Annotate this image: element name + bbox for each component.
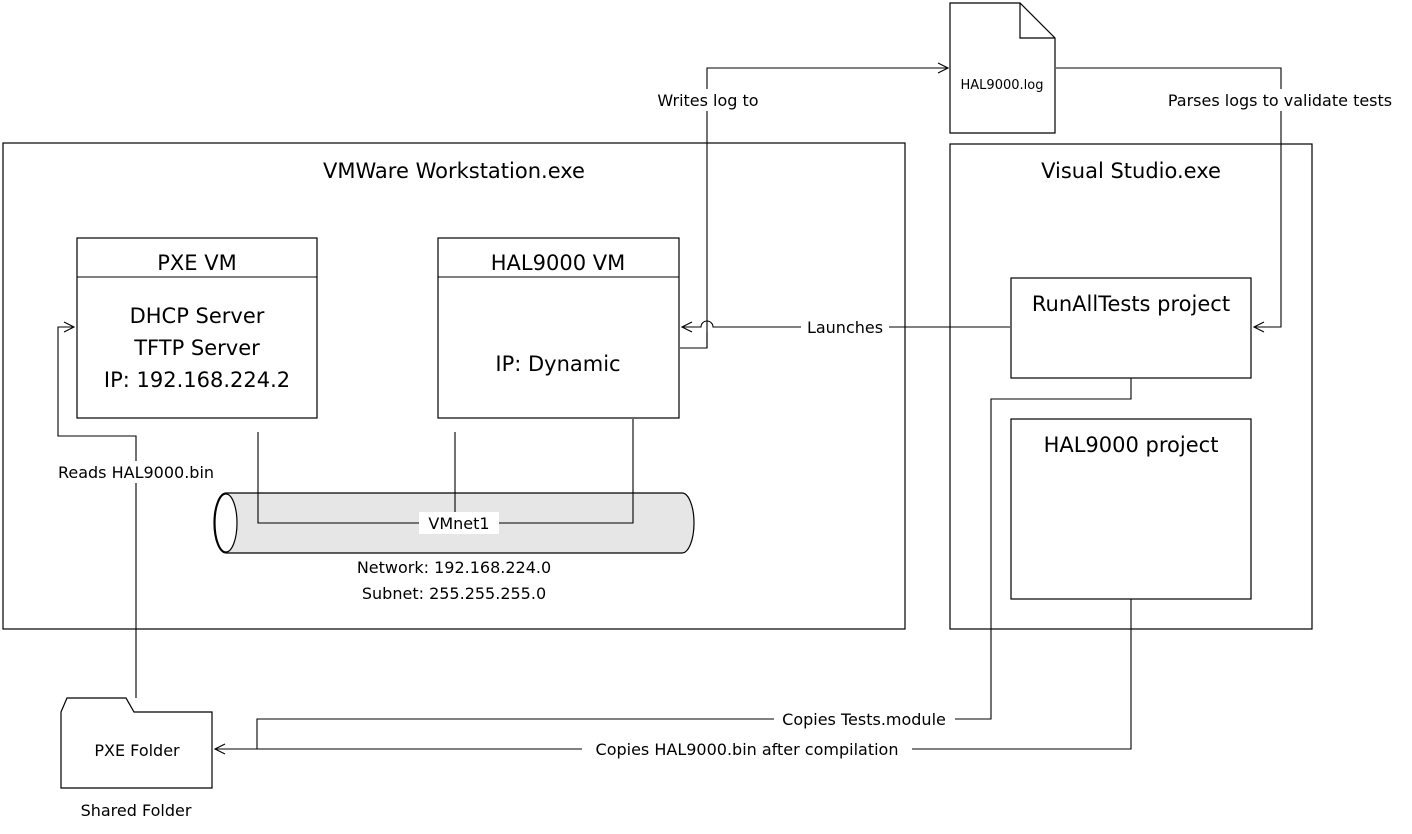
vmnet1-label: VMnet1 — [428, 514, 489, 533]
parses-logs-edge — [1056, 67, 1282, 327]
hal9000-vm-box: HAL9000 VM IP: Dynamic — [437, 237, 680, 419]
runalltests-label: RunAllTests project — [1032, 292, 1230, 316]
shared-folder-caption: Shared Folder — [81, 801, 192, 820]
reads-bin-label: Reads HAL9000.bin — [58, 463, 214, 482]
visual-studio-title: Visual Studio.exe — [1041, 159, 1221, 183]
pxe-vm-ip: IP: 192.168.224.2 — [104, 368, 290, 392]
pxe-folder-label: PXE Folder — [94, 741, 180, 760]
hal9000-project-label: HAL9000 project — [1044, 433, 1219, 457]
pxe-folder-icon: PXE Folder — [60, 697, 213, 789]
reads-bin-edge — [57, 327, 137, 698]
hal9000-log-document: HAL9000.log — [949, 2, 1056, 134]
writes-log-label: Writes log to — [657, 91, 758, 110]
copies-module-edge — [256, 378, 1132, 749]
parses-logs-label: Parses logs to validate tests — [1168, 91, 1392, 110]
hal9000-vm-ip: IP: Dynamic — [495, 352, 620, 376]
pxe-vm-box: PXE VM DHCP Server TFTP Server IP: 192.1… — [76, 237, 318, 419]
launches-edge — [682, 320, 1010, 327]
network-subnet: Subnet: 255.255.255.0 — [362, 584, 546, 603]
copies-module-label: Copies Tests.module — [782, 710, 946, 729]
pxe-vm-title: PXE VM — [157, 251, 236, 275]
pxe-vm-dhcp: DHCP Server — [130, 304, 265, 328]
pxe-vm-tftp: TFTP Server — [133, 336, 260, 360]
hal9000-project-box: HAL9000 project — [1010, 418, 1252, 600]
hal9000-vm-title: HAL9000 VM — [491, 251, 625, 275]
log-file-name: HAL9000.log — [961, 78, 1044, 93]
launches-label: Launches — [807, 318, 883, 337]
runalltests-project-box: RunAllTests project — [1010, 277, 1252, 379]
network-address: Network: 192.168.224.0 — [357, 558, 551, 577]
copies-bin-label: Copies HAL9000.bin after compilation — [596, 740, 899, 759]
vmware-title: VMWare Workstation.exe — [323, 159, 585, 183]
copies-bin-edge — [215, 599, 1132, 749]
